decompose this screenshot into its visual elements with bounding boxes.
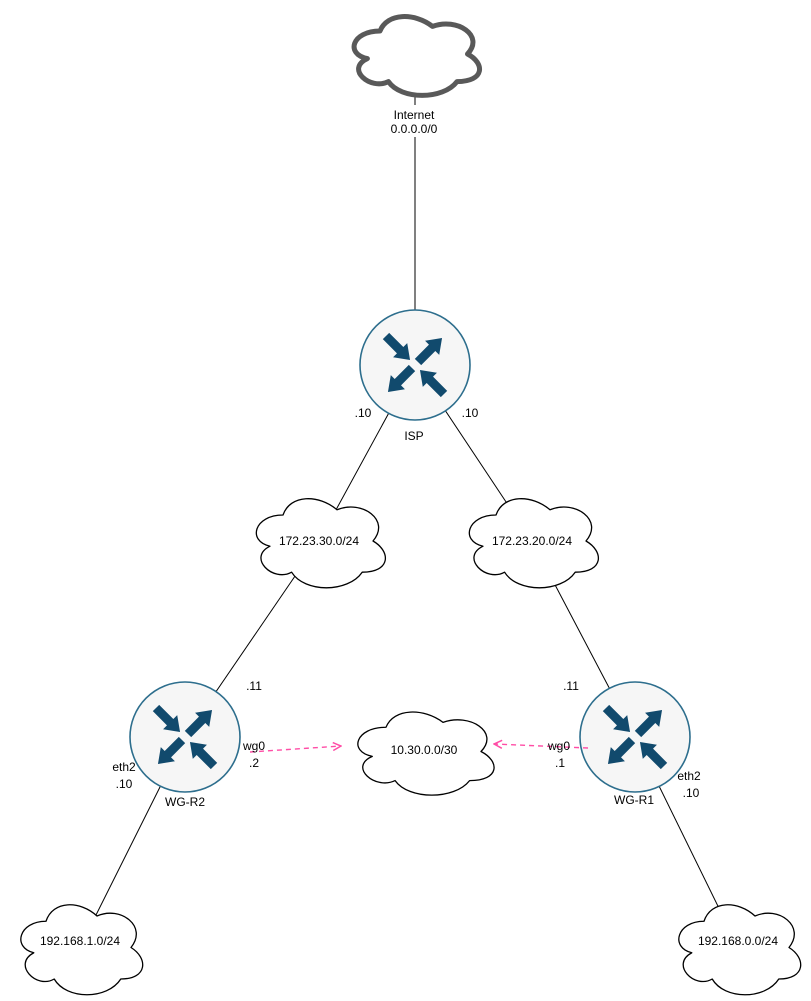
net30-label: 172.23.30.0/24 [279,534,359,548]
lan0-label: 192.168.0.0/24 [698,934,778,948]
wgr2-router-icon [130,682,240,792]
wgr2-lan-ip-label: .10 [116,777,133,791]
lan1-cloud-icon [20,904,144,996]
wgr1-wg-ip-label: .1 [555,756,565,770]
wgr2-wg-if-label: wg0 [242,739,265,753]
wgr1-lan-if-label: eth2 [677,769,701,783]
isp-port-right-label: .10 [462,406,479,420]
internet-cidr-label: 0.0.0.0/0 [391,122,438,136]
isp-label: ISP [404,429,423,443]
internet-name-label: Internet [394,108,435,122]
internet-cloud-icon [354,17,479,96]
wgr2-lan-if-label: eth2 [112,760,136,774]
wgr1-router-icon [580,682,690,792]
net20-label: 172.23.20.0/24 [492,534,572,548]
wgr2-label: WG-R2 [165,795,205,809]
wgr2-wg-ip-label: .2 [249,756,259,770]
isp-router-icon [360,310,470,420]
wgr1-label: WG-R1 [614,793,654,807]
lan1-label: 192.168.1.0/24 [40,934,120,948]
internet-label-bg [373,105,457,137]
wg-tunnel-arrow-right [494,744,589,748]
links [79,54,739,948]
wgr2-wan-port-label: .11 [246,679,262,693]
isp-port-left-label: .10 [355,406,372,420]
tunnel-net-label: 10.30.0.0/30 [391,743,458,757]
wgr1-wan-port-label: .11 [563,679,579,693]
lan0-cloud-icon [678,904,802,996]
wgr1-wg-if-label: wg0 [547,739,570,753]
wg-tunnel-arrow-left [249,746,341,753]
wgr1-lan-ip-label: .10 [683,786,700,800]
